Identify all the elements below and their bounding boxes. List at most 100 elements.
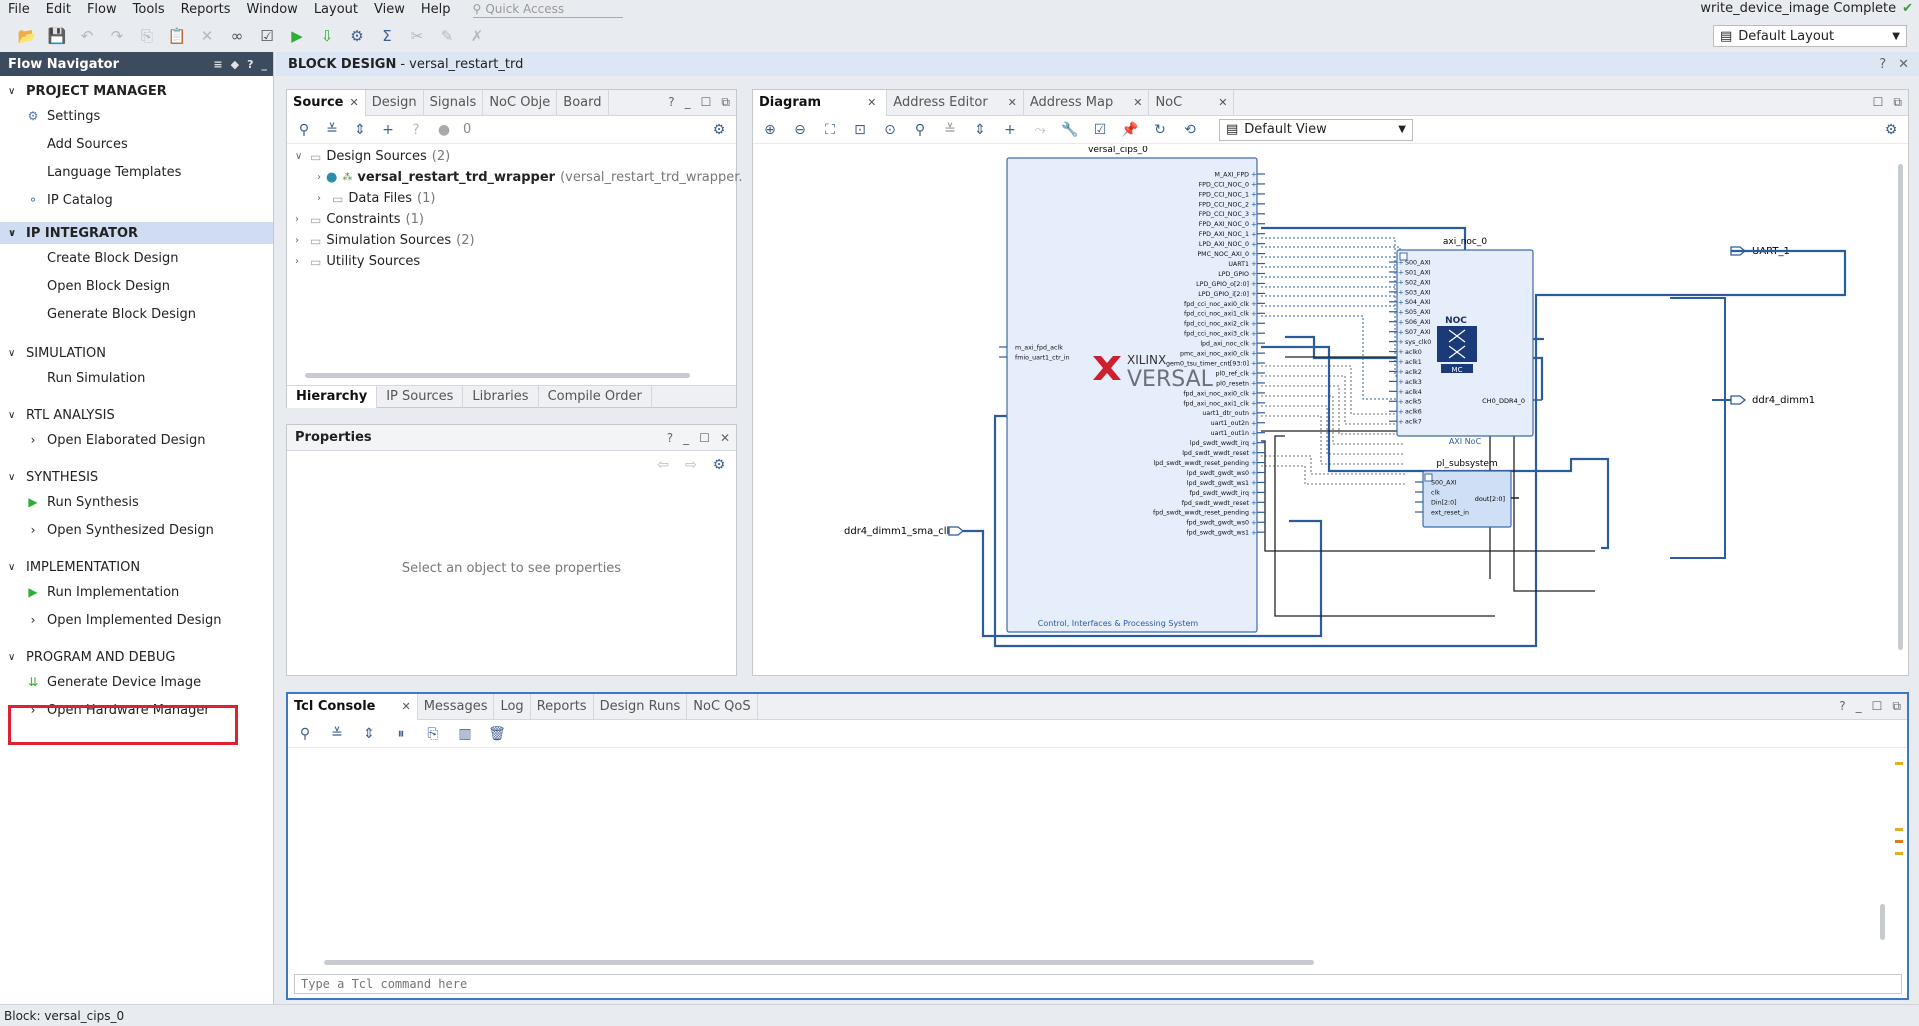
nav-run-synthesis[interactable]: ▶Run Synthesis [0,488,273,516]
tab-design-runs[interactable]: Design Runs [594,693,688,720]
diagram-port[interactable]: aclk1+ [1389,358,1422,366]
diagram-port[interactable]: S05_AXI+ [1389,308,1431,316]
diagram-port[interactable]: pl0_resetn+ [1216,380,1265,388]
tab-address-editor[interactable]: Address Editor✕ [887,89,1024,116]
check-design-icon[interactable]: ☑ [260,27,274,45]
restore-icon[interactable]: ☐ [1872,95,1884,109]
redo-icon[interactable]: ↷ [110,27,124,45]
diagram-port[interactable]: FPD_CCI_NOC_3+ [1199,210,1265,218]
menu-help[interactable]: Help [420,2,451,17]
close-icon[interactable]: ✕ [1898,56,1909,72]
zoom-in-icon[interactable]: ⊕ [764,121,776,138]
diagram-port[interactable]: S00_AXI+ [1389,259,1431,267]
diagram-port[interactable]: S00_AXI [1415,479,1457,486]
diagram-port[interactable]: aclk3+ [1389,378,1422,386]
diagram-port[interactable]: uart1_out2n+ [1211,419,1265,427]
help-icon[interactable]: ? [247,57,254,71]
diagram-port[interactable]: S02_AXI+ [1389,279,1431,287]
diagram-port[interactable]: S01_AXI+ [1389,269,1431,277]
view-select[interactable]: ▤ Default View ▼ [1219,118,1413,141]
close-icon[interactable]: ✕ [349,96,359,109]
diagram-vertical-scrollbar[interactable] [1894,148,1906,673]
find-icon[interactable]: ∞ [230,27,244,45]
tab-messages[interactable]: Messages [418,693,495,720]
copy-icon[interactable]: ⎘ [140,27,153,45]
validate-icon[interactable]: ☑ [1093,121,1107,138]
save-icon[interactable]: 💾 [47,27,67,45]
paste-icon[interactable]: 📋 [167,27,187,45]
sigma-icon[interactable]: Σ [382,27,392,45]
forward-arrow-icon[interactable]: ⇨ [685,457,697,473]
tree-simulation-sources[interactable]: ›▭Simulation Sources(2) [295,233,475,248]
diagram-port[interactable]: S06_AXI+ [1389,318,1431,326]
nav-open-elaborated-design[interactable]: ›Open Elaborated Design [0,426,273,454]
nav-generate-device-image[interactable]: ⇊Generate Device Image [0,668,273,696]
close-icon[interactable]: ✕ [1218,96,1228,109]
tab-libraries[interactable]: Libraries [463,385,539,408]
undo-icon[interactable]: ↶ [80,27,94,45]
menu-edit[interactable]: Edit [45,2,71,17]
nav-generate-block-design[interactable]: Generate Block Design [47,306,197,322]
layout-select[interactable]: ▤ Default Layout ▼ [1713,25,1907,47]
diagram-port[interactable]: fpd_axi_noc_axi0_clk+ [1183,390,1265,398]
expand-icon[interactable]: ◆ [230,57,240,71]
tab-log[interactable]: Log [494,693,531,720]
console-horizontal-scrollbar[interactable] [314,956,1874,968]
open-project-icon[interactable]: 📂 [17,27,37,45]
minimize-icon[interactable]: _ [261,57,268,71]
menu-tools[interactable]: Tools [132,2,165,17]
diagram-port[interactable]: lpd_swdt_gwdt_ws0+ [1187,469,1265,477]
nav-ip-catalog[interactable]: ⚬IP Catalog [0,186,273,214]
expand-all-icon[interactable]: ⇕ [363,725,375,742]
horizontal-scrollbar[interactable] [291,369,731,381]
diagram-port[interactable]: M_AXI_FPD+ [1215,171,1265,179]
diagram-port[interactable]: FPD_CCI_NOC_0+ [1199,181,1265,189]
nav-open-block-design[interactable]: Open Block Design [47,278,171,294]
program-device-icon[interactable]: ⇩ [320,27,334,45]
diagram-port[interactable]: aclk7+ [1389,418,1422,426]
section-title[interactable]: ∨PROGRAM AND DEBUG [8,649,176,665]
zoom-fit-icon[interactable]: ⛶ [825,121,835,138]
section-title[interactable]: ∨PROJECT MANAGER [8,83,167,99]
tool-icon[interactable]: ✗ [470,27,484,45]
block-diagram-canvas[interactable]: ddr4_dimm1_sma_clk UART_1 ddr4_dimm1 [755,146,1895,676]
diagram-port[interactable]: LPD_GPIO_o[2:0]+ [1196,280,1265,288]
diagram-port[interactable]: LPD_GPIO_i[2:0]+ [1198,290,1265,298]
diagram-port[interactable]: Din[2:0] [1415,499,1457,506]
zoom-area-icon[interactable]: ⊡ [854,121,866,138]
restore-icon[interactable]: ☐ [700,95,712,109]
diagram-port[interactable]: FPD_CCI_NOC_1+ [1199,191,1265,199]
trash-icon[interactable]: 🗑 [488,725,506,742]
tab-signals[interactable]: Signals [424,89,484,116]
help-icon[interactable]: ? [1879,56,1887,72]
help-icon[interactable]: ? [1839,699,1846,713]
copy-icon[interactable]: ⎘ [427,725,439,742]
pen-icon[interactable]: ✎ [440,27,454,45]
nav-run-implementation[interactable]: ▶Run Implementation [0,578,273,606]
ext-port-ddr[interactable]: ddr4_dimm1 [1730,395,1815,406]
collapse-all-icon[interactable]: ≚ [944,121,956,138]
add-ip-icon[interactable]: + [1004,121,1016,138]
table-icon[interactable]: ▥ [458,725,472,742]
regenerate-layout-icon[interactable]: ⟲ [1184,121,1196,138]
tab-noc[interactable]: NoC✕ [1149,89,1235,116]
axi-noc-block[interactable]: axi_noc_0 NOC MC AXI NoC CH0_DDR4_0 S00_… [1389,237,1542,446]
gear-icon[interactable]: ⚙ [712,121,726,138]
help-icon[interactable]: ? [668,95,675,109]
delete-icon[interactable]: ✕ [200,27,214,45]
diagram-port[interactable]: fpd_cci_noc_axi3_clk+ [1184,330,1265,338]
diagram-port[interactable]: FPD_AXI_NOC_0+ [1199,220,1265,228]
close-icon[interactable]: ✕ [867,96,877,109]
menu-window[interactable]: Window [246,2,298,17]
diagram-port[interactable]: aclk0+ [1389,348,1422,356]
menu-layout[interactable]: Layout [313,2,359,17]
diagram-port[interactable]: fpd_cci_noc_axi0_clk+ [1184,300,1265,308]
tab-compile-order[interactable]: Compile Order [539,385,652,408]
diagram-port[interactable]: fpd_swdt_gwdt_ws0+ [1186,519,1265,527]
diagram-port[interactable]: pmc_axi_noc_axi0_clk+ [1180,350,1265,358]
diagram-port[interactable]: PMC_NOC_AXI_0+ [1197,250,1265,258]
tab-ip-sources[interactable]: IP Sources [377,385,464,408]
close-icon[interactable]: ✕ [401,700,411,713]
section-title[interactable]: ∨IP INTEGRATOR [0,222,273,244]
diagram-port[interactable]: aclk5+ [1389,398,1422,406]
